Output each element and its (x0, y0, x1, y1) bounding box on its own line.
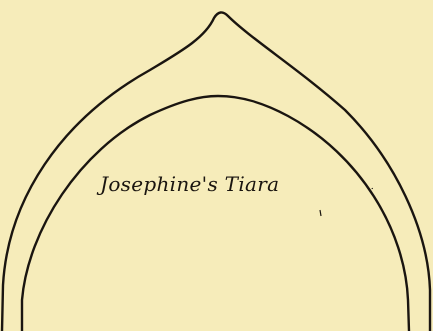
ink-mark (320, 210, 321, 216)
tiara-inner-arch (22, 96, 409, 331)
ink-dot (372, 188, 373, 189)
tiara-caption: Josephine's Tiara (100, 172, 279, 196)
